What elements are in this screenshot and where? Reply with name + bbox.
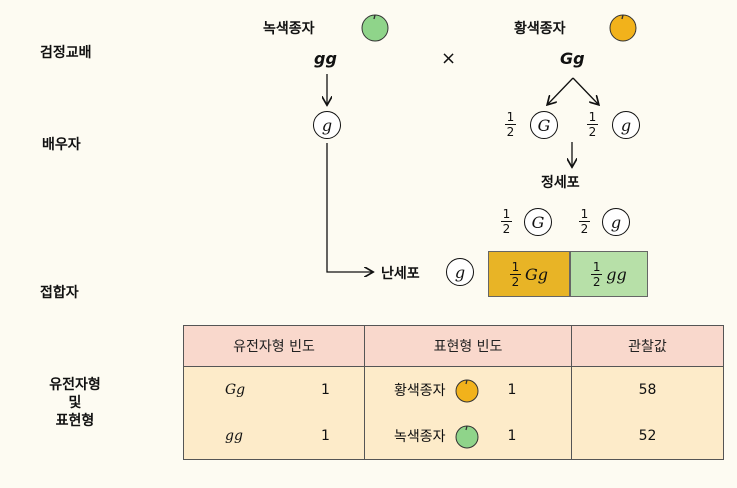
sperm-label: 정세포 [541,175,580,191]
phenotype-cell: 녹색종자 1 [364,413,572,460]
yellow-gamete-arrow-right [572,77,598,104]
observed-cell: 58 [571,366,724,413]
fraction-numerator: 1 [580,207,589,221]
genotype-text: Gg [225,382,246,398]
yellow-parent-label: 황색종자 [514,21,566,37]
table-header-row: 유전자형 빈도 표현형 빈도 관찰값 [183,325,724,367]
table-row: gg 1 녹색종자 1 52 [183,413,724,460]
fraction-numerator: 1 [506,110,515,124]
genotype-freq: 1 [321,428,330,444]
fraction-denominator: 2 [588,125,597,139]
yellow-parent-genotype: Gg [560,49,585,68]
header-phenotype-freq: 표현형 빈도 [364,325,572,367]
result-table: 유전자형 빈도 표현형 빈도 관찰값 Gg 1 황색종자 1 [183,325,724,460]
zygote-2-genotype: gg [606,264,627,284]
phenotype-freq: 1 [507,428,517,444]
row-label-zygote: 접합자 [40,285,79,301]
yellow-gamete-arrow-left [548,77,574,104]
phenotype-text: 녹색종자 [394,429,446,445]
genotype-text: gg [225,428,243,444]
header-genotype-freq: 유전자형 빈도 [183,325,365,367]
green-parent-label: 녹색종자 [263,21,315,37]
yellow-gamete-2-circle: g [612,111,640,139]
row-label-genotype-phenotype: 유전자형 및 표현형 [40,376,110,430]
fraction-numerator: 1 [511,259,520,274]
fraction-denominator: 2 [592,274,601,289]
observed-cell: 52 [571,413,724,460]
zygote-1-genotype: Gg [524,264,549,284]
egg-arrow [326,143,372,272]
row-label-line3: 표현형 [55,413,95,429]
genotype-cell: gg 1 [183,413,365,460]
egg-label: 난세포 [381,266,420,282]
yellow-seed-icon [455,379,479,403]
fraction-denominator: 2 [506,125,515,139]
genotype-freq: 1 [321,382,330,398]
row-label-gamete: 배우자 [42,137,81,153]
fraction-numerator: 1 [502,207,511,221]
yellow-seed-icon [609,14,637,42]
fraction-denominator: 2 [511,274,520,289]
fraction-numerator: 1 [588,110,597,124]
fraction-denominator: 2 [580,222,589,236]
phenotype-freq: 1 [507,382,517,398]
phenotype-cell: 황색종자 1 [364,366,572,413]
green-gamete-circle: g [313,111,341,139]
cross-symbol: × [441,48,457,69]
row-label-line2: 및 [68,395,82,411]
green-parent-genotype: gg [314,49,337,68]
sperm-1-circle: G [524,208,552,236]
fraction-denominator: 2 [502,222,511,236]
table-row: Gg 1 황색종자 1 58 [183,366,724,413]
fraction-numerator: 1 [592,259,601,274]
header-observed: 관찰값 [571,325,724,367]
row-label-testcross: 검정교배 [40,45,92,61]
yellow-gamete-1-circle: G [530,111,558,139]
sperm-2-circle: g [602,208,630,236]
green-seed-icon [455,425,479,449]
green-seed-icon [361,14,389,42]
row-label-line1: 유전자형 [49,377,101,393]
phenotype-text: 황색종자 [394,383,446,399]
egg-circle: g [446,258,474,286]
genotype-cell: Gg 1 [183,366,365,413]
